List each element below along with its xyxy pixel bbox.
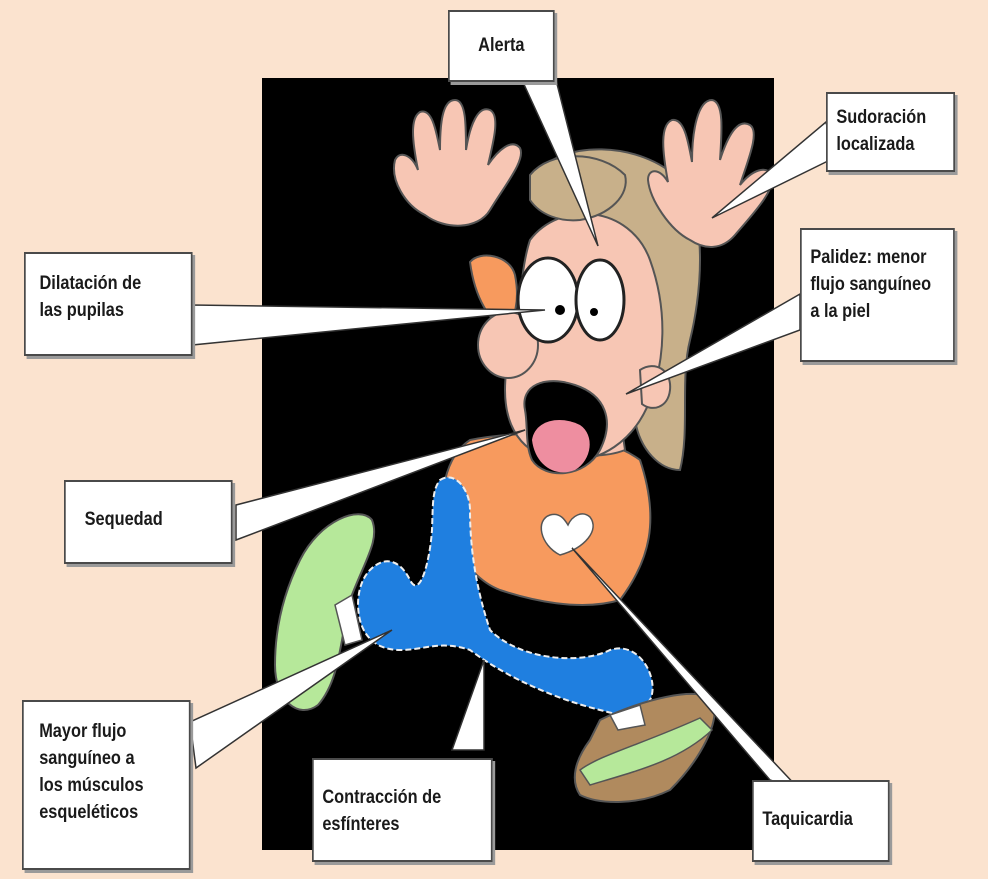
label-taquicardia: Taquicardia (752, 780, 890, 862)
heart (540, 513, 594, 556)
right-pupil (590, 308, 598, 316)
label-sudoracion: Sudoración localizada (826, 92, 955, 172)
sock (334, 593, 363, 646)
label-mayor-flujo: Mayor flujo sanguíneo a los músculos esq… (22, 700, 191, 870)
left-hand (393, 98, 523, 227)
left-eye (516, 256, 580, 344)
label-alerta: Alerta (448, 10, 555, 82)
left-pupil (555, 305, 565, 315)
label-palidez: Palidez: menor flujo sanguíneo a la piel (800, 228, 955, 362)
right-eye (574, 258, 626, 342)
label-contraccion: Contracción de esfínteres (312, 758, 493, 862)
pants (357, 476, 654, 716)
label-dilatacion: Dilatación de las pupilas (24, 252, 193, 356)
label-sequedad: Sequedad (64, 480, 233, 564)
tongue (532, 420, 590, 473)
right-shoe-sole (578, 717, 714, 786)
right-sock (608, 704, 646, 731)
pointer-mayor-flujo (189, 629, 393, 770)
pointer-sequedad (235, 429, 526, 542)
pointer-contraccion (450, 659, 485, 751)
callout-pointers (189, 79, 835, 791)
